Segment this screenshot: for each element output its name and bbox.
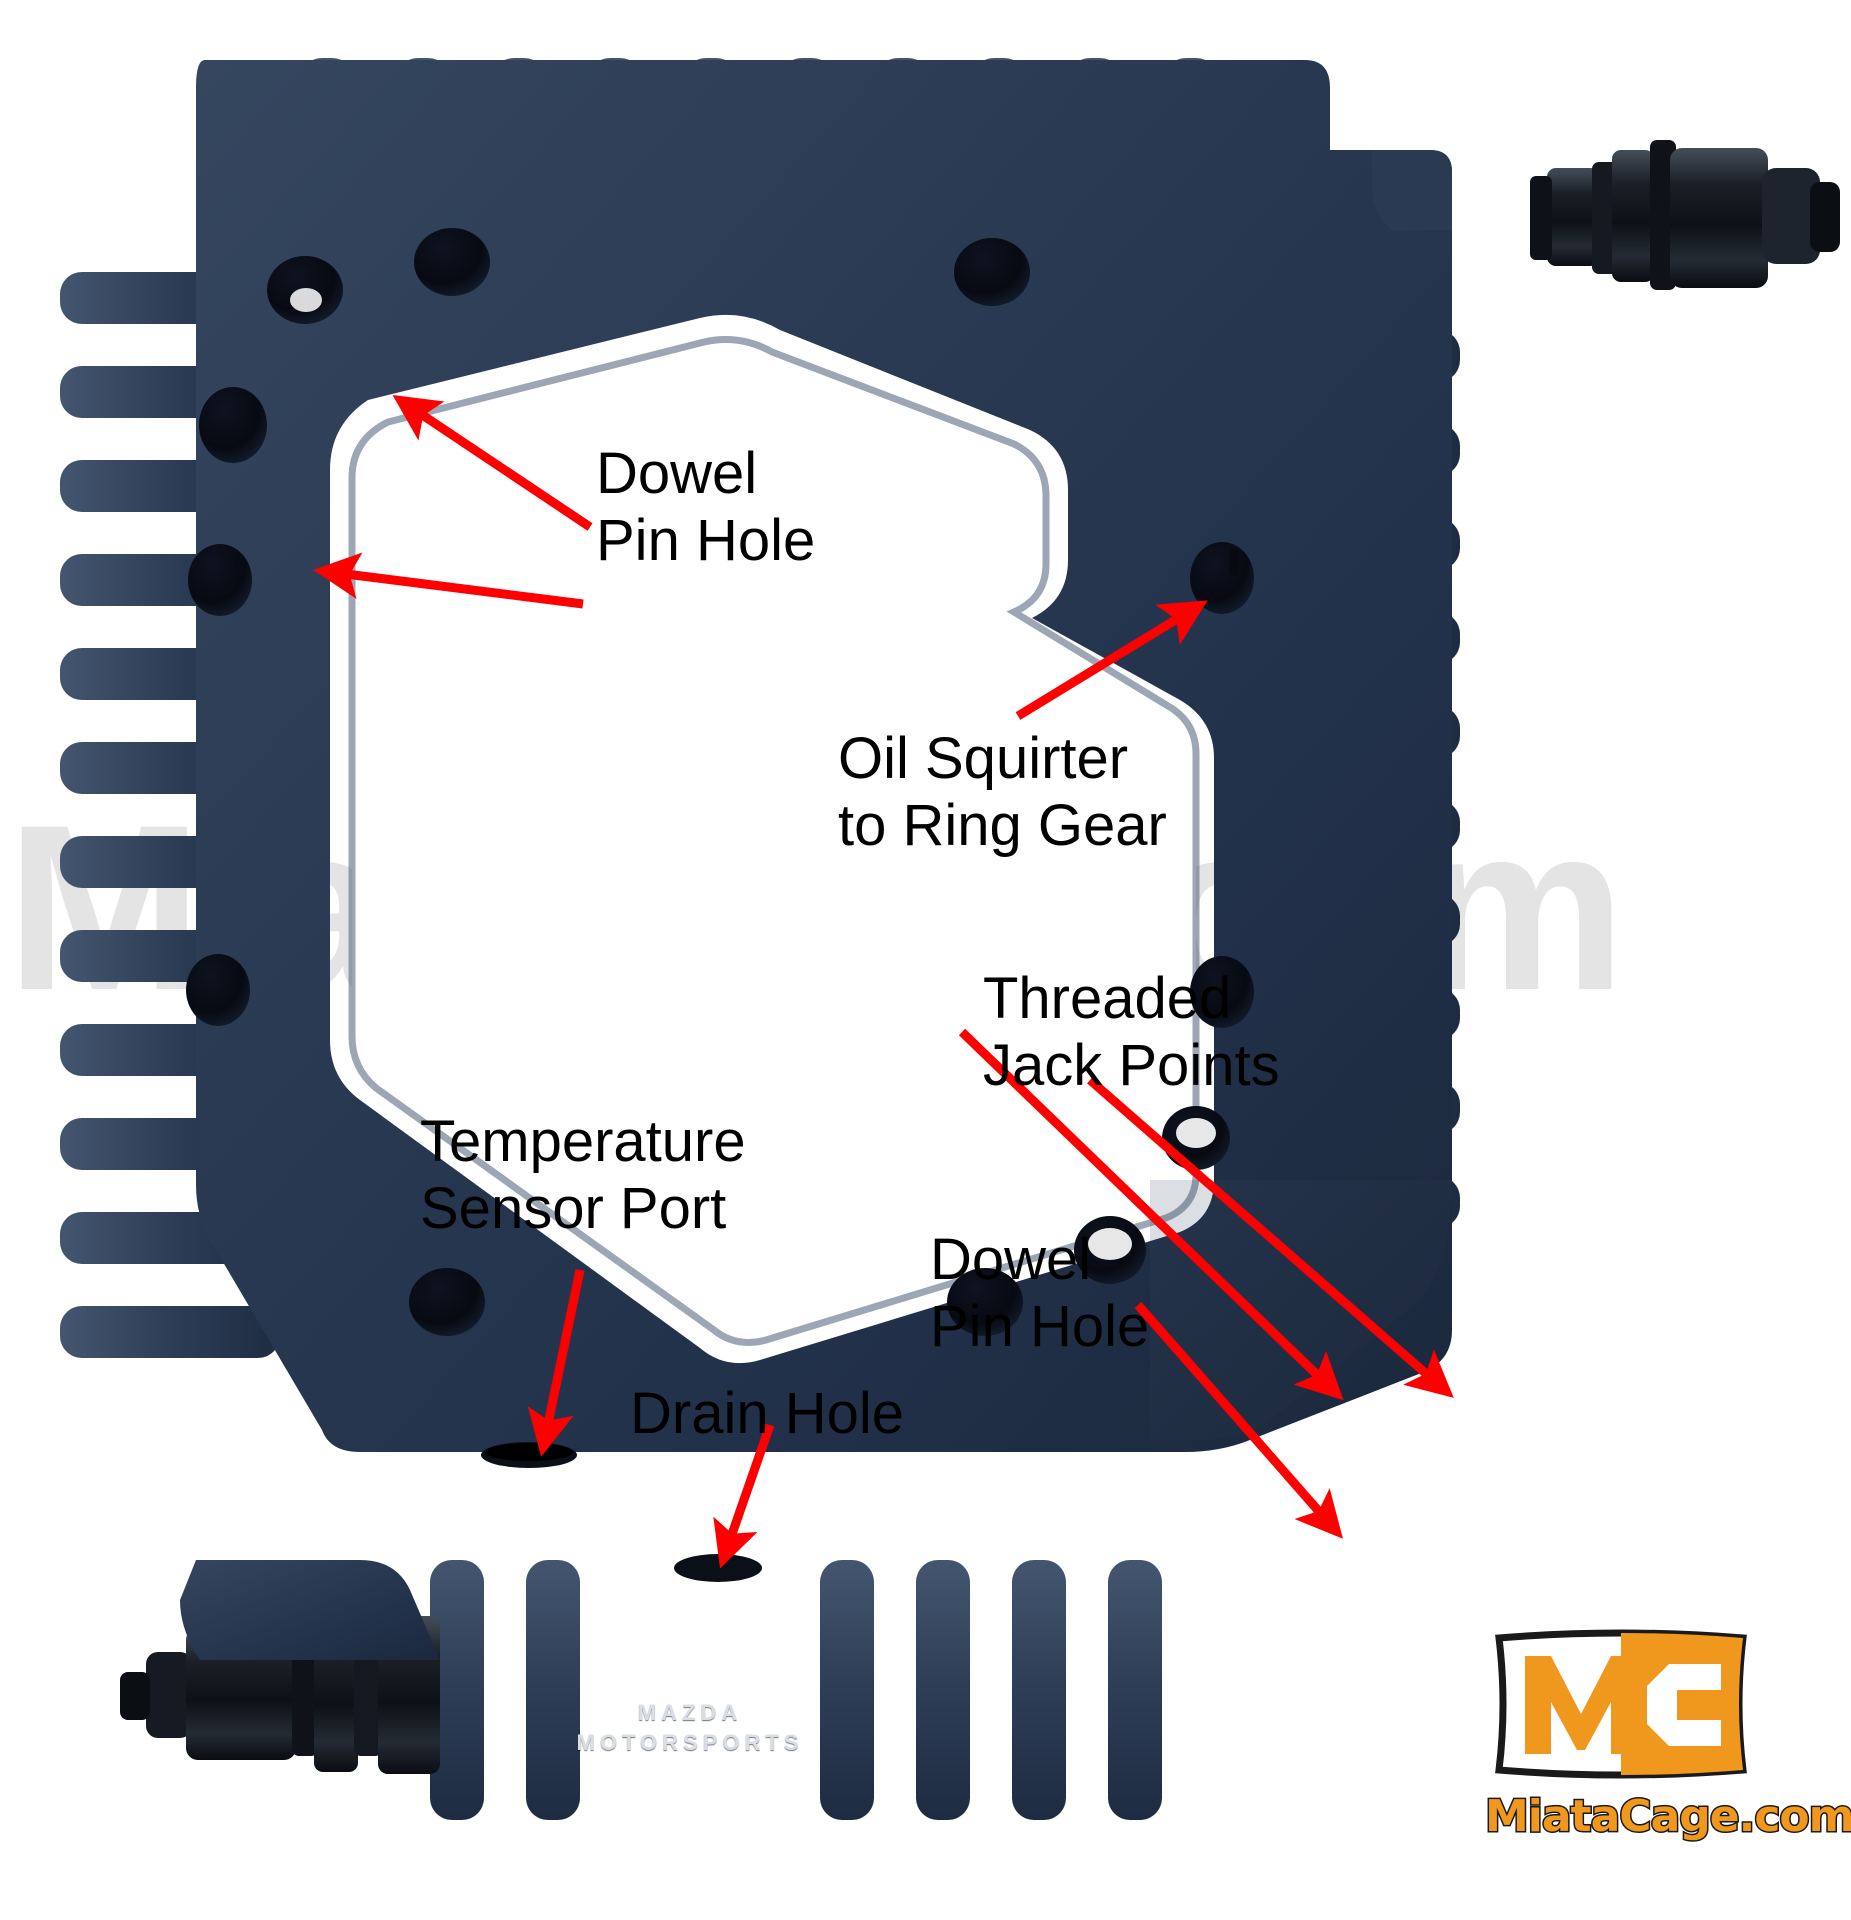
label-drain-hole: Drain Hole [630,1380,904,1447]
top-right-notch [1330,150,1452,230]
dowel-pin-hole-top-marks [290,288,322,312]
label-line-2: Jack Points [983,1033,1280,1099]
oil-squirter-orifice [1229,548,1239,576]
an-fitting-top-right [1530,140,1840,290]
label-line-2: Pin Hole [596,508,816,574]
label-line-1: Drain Hole [630,1381,904,1446]
engraving-mazda: MAZDA [637,1700,743,1725]
miatacage-logo[interactable]: MiataCage.com [1484,1628,1851,1868]
label-line-1: Temperature [420,1109,746,1174]
bottom-left-mount-tab [180,1560,440,1660]
label-line-1: Dowel [930,1227,1092,1292]
label-line-2: Sensor Port [420,1176,727,1242]
label-line-2: to Ring Gear [838,793,1167,859]
part-body [196,60,1452,1452]
inner-bevel [348,336,1200,1346]
label-line-2: Pin Hole [930,1294,1150,1360]
bottom-cooling-fins [430,1560,1162,1820]
drain-hole-opening [674,1554,762,1582]
label-line-1: Oil Squirter [838,726,1129,791]
label-line-1: Threaded [983,966,1232,1031]
label-line-1: Dowel [596,441,758,506]
miatacage-wordmark: MiataCage.com [1484,1790,1851,1844]
mc-logo-plate [1495,1629,1747,1779]
engraving-motorsports: MOTORSPORTS [576,1730,804,1755]
